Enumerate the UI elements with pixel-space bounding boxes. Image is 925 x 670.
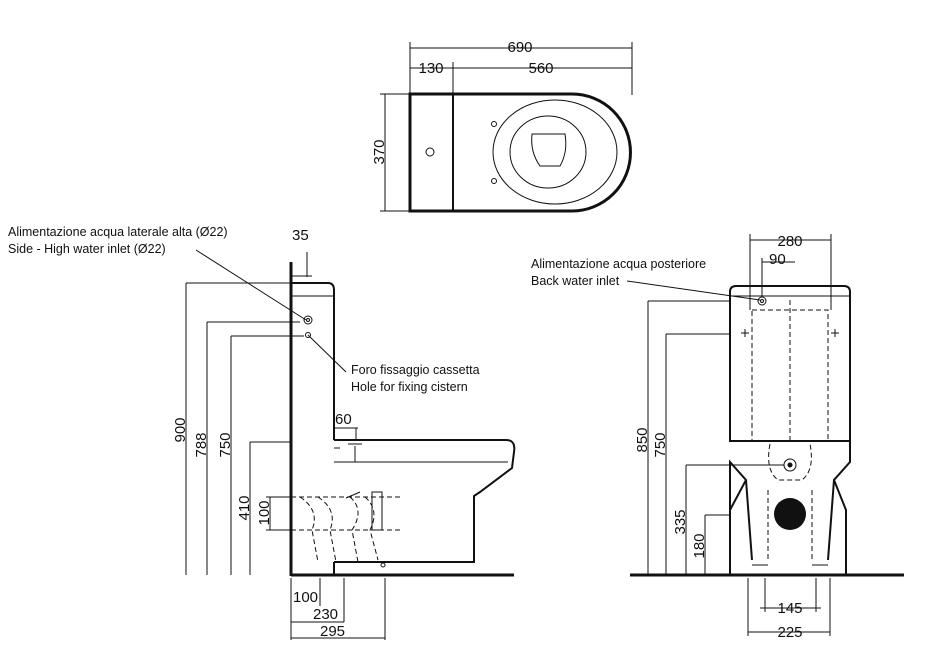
dim-height-100: 100: [256, 500, 273, 525]
fixing-hole-label-en: Hole for fixing cistern: [351, 380, 468, 394]
top-view-outline: [408, 92, 632, 213]
side-view: Alimentazione acqua laterale alta (Ø22) …: [8, 225, 516, 640]
top-view: 690 130 560 370: [371, 39, 633, 213]
dim-height-788: 788: [193, 432, 210, 457]
side-inlet-label-en: Side - High water inlet (Ø22): [8, 242, 166, 256]
back-inlet-label-en: Back water inlet: [531, 274, 620, 288]
dim-width-280: 280: [777, 233, 802, 250]
dim-wall-gap: 35: [292, 227, 309, 244]
dim-bottom-230: 230: [313, 606, 338, 623]
dim-bottom-295: 295: [320, 623, 345, 640]
dim-width-90: 90: [769, 251, 786, 268]
front-view: Alimentazione acqua posteriore Back wate…: [531, 233, 904, 641]
dim-bottom-145: 145: [777, 600, 802, 617]
dim-height-750: 750: [217, 432, 234, 457]
dim-tank-length: 130: [418, 60, 443, 77]
back-inlet-label-it: Alimentazione acqua posteriore: [531, 257, 706, 271]
dim-height-750-front: 750: [652, 432, 669, 457]
dim-seat-hinge: 60: [335, 411, 352, 428]
dim-overall-length: 690: [507, 39, 532, 56]
side-view-dimensions: 35 60 900 788 750 410 100: [172, 227, 386, 640]
side-bowl: [291, 439, 516, 575]
dim-height-410: 410: [236, 495, 253, 520]
side-cistern: [291, 282, 335, 440]
side-inlet-label-it: Alimentazione acqua laterale alta (Ø22): [8, 225, 228, 239]
front-view-dimensions: 280 90 850 750 335 180 145 225: [634, 233, 832, 641]
fixing-hole-label-it: Foro fissaggio cassetta: [351, 363, 480, 377]
top-view-dimensions: 690 130 560 370: [371, 39, 633, 212]
front-bowl: [729, 440, 851, 575]
dim-height-180: 180: [691, 533, 708, 558]
front-cistern: [729, 285, 851, 442]
dim-bottom-225: 225: [777, 624, 802, 641]
dim-bottom-100: 100: [293, 589, 318, 606]
drain-outlet: [774, 498, 806, 530]
dim-height-900: 900: [172, 417, 189, 442]
dim-width: 370: [371, 139, 388, 164]
dim-height-850: 850: [634, 427, 651, 452]
dim-height-335: 335: [672, 509, 689, 534]
dim-bowl-length: 560: [528, 60, 553, 77]
